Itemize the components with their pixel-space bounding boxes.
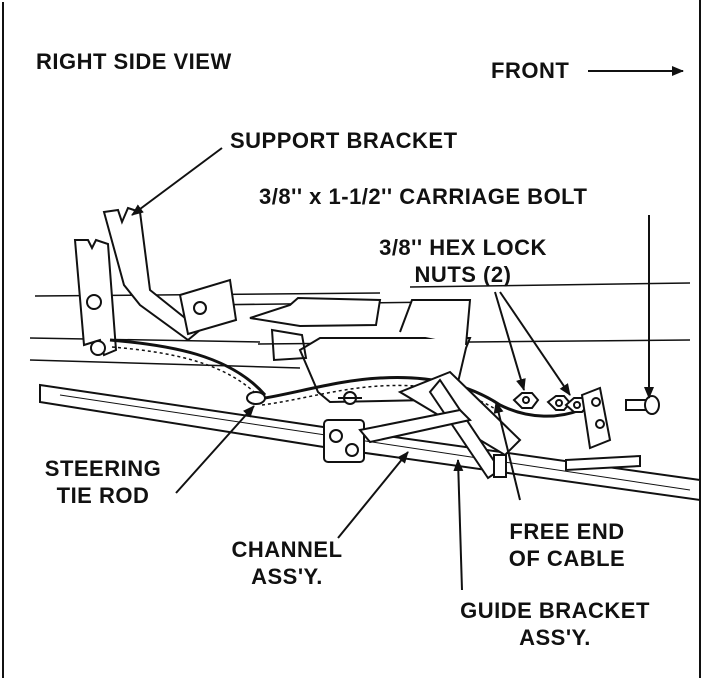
guide-bracket-leader	[453, 459, 464, 591]
channel-coupler-drawing	[323, 419, 365, 463]
channel-line1: CHANNEL	[231, 537, 343, 562]
hex-nut-leader-right	[499, 291, 571, 396]
steering-tie-rod-line2: TIE ROD	[56, 483, 150, 508]
support-bracket-drawing	[73, 206, 382, 357]
leader-arrows	[131, 147, 654, 591]
view-title: RIGHT SIDE VIEW	[36, 49, 232, 74]
steering-tie-rod-line1: STEERING	[44, 456, 162, 481]
guide-bracket-line1: GUIDE BRACKET	[460, 598, 650, 623]
steering-tie-rod-label: STEERING TIE ROD	[28, 455, 178, 509]
hex-lock-nuts-drawing	[512, 392, 590, 413]
front-label: FRONT	[491, 58, 570, 83]
guide-bracket-label: GUIDE BRACKET ASS'Y.	[440, 597, 670, 651]
channel-line2: ASS'Y.	[251, 564, 323, 589]
channel-leader	[337, 451, 409, 539]
side-plate-drawing	[565, 386, 641, 472]
hex-nut-leader-left	[494, 291, 526, 391]
channel-assembly-label: CHANNEL ASS'Y.	[212, 536, 362, 590]
guide-bracket-line2: ASS'Y.	[519, 625, 591, 650]
free-end-of-cable-label: FREE END OF CABLE	[492, 518, 642, 572]
guide-bracket-drawing	[358, 370, 522, 480]
free-end-line1: FREE END	[509, 519, 625, 544]
free-end-leader	[493, 401, 521, 501]
free-end-line2: OF CABLE	[508, 546, 626, 571]
carriage-bolt-label: 3/8'' x 1-1/2'' CARRIAGE BOLT	[259, 184, 588, 209]
hex-lock-nuts-line2: NUTS (2)	[414, 262, 512, 287]
support-bracket-label: SUPPORT BRACKET	[230, 128, 458, 153]
steering-tie-rod-leader	[175, 405, 255, 494]
carriage-bolt-drawing	[625, 395, 660, 415]
tie-rod-fittings-drawing	[246, 391, 362, 405]
hex-lock-nuts-line1: 3/8'' HEX LOCK	[379, 235, 547, 260]
hex-lock-nuts-label: 3/8'' HEX LOCK NUTS (2)	[368, 234, 558, 288]
support-bracket-leader	[131, 147, 223, 216]
